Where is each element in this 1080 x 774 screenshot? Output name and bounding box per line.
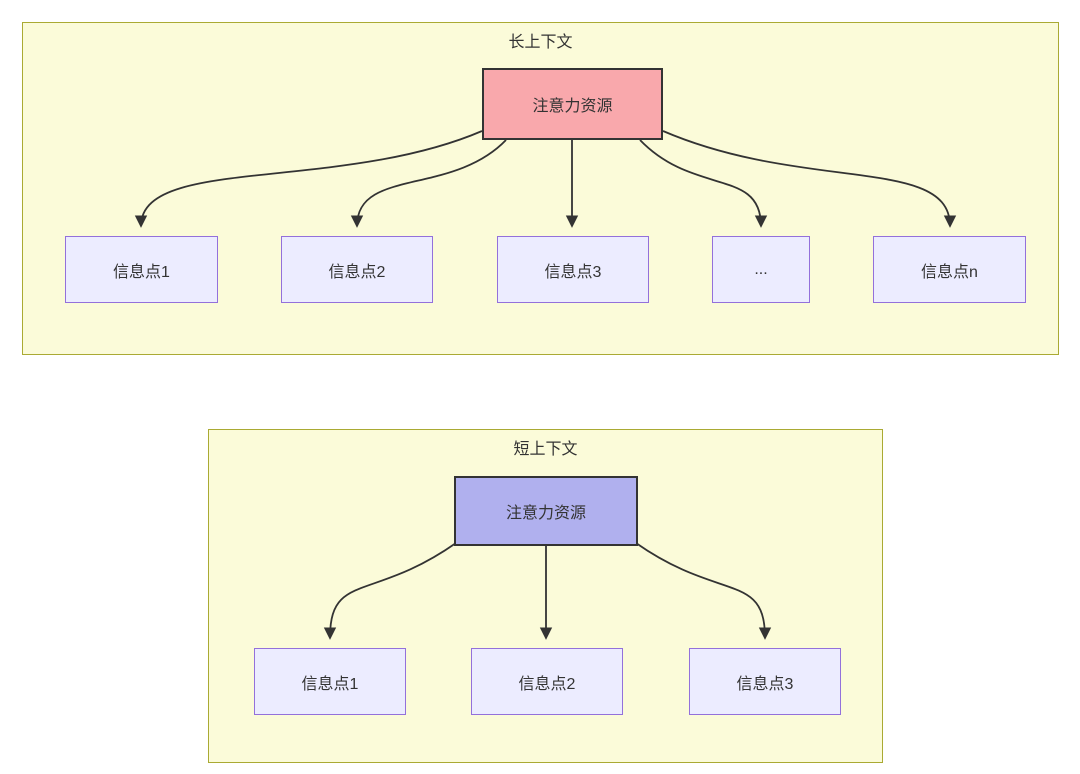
long-info-node-1-label: 信息点1 <box>113 263 170 281</box>
short-info-node-1-label: 信息点1 <box>301 675 359 693</box>
long-info-node-3: 信息点3 <box>497 236 649 303</box>
long-info-node-2-label: 信息点2 <box>328 263 386 281</box>
short-info-node-3-label: 信息点3 <box>736 675 794 693</box>
long-info-node-n: 信息点n <box>873 236 1026 303</box>
long-info-node-n-label: 信息点n <box>921 263 978 281</box>
short-info-node-2: 信息点2 <box>471 648 623 715</box>
long-info-node-2: 信息点2 <box>281 236 433 303</box>
short-context-title: 短上下文 <box>513 441 578 458</box>
long-attention-label: 注意力资源 <box>532 98 613 115</box>
short-info-node-1: 信息点1 <box>254 648 406 715</box>
short-attention-label: 注意力资源 <box>505 505 586 522</box>
long-attention-box: 注意力资源 <box>482 68 663 140</box>
long-info-node-1: 信息点1 <box>65 236 218 303</box>
long-context-title: 长上下文 <box>508 34 573 51</box>
short-attention-box: 注意力资源 <box>454 476 638 546</box>
long-info-node-ellipsis-label: ... <box>754 260 768 278</box>
short-info-node-2-label: 信息点2 <box>518 675 576 693</box>
long-info-node-ellipsis: ... <box>712 236 810 303</box>
long-info-node-3-label: 信息点3 <box>544 263 602 281</box>
short-info-node-3: 信息点3 <box>689 648 841 715</box>
